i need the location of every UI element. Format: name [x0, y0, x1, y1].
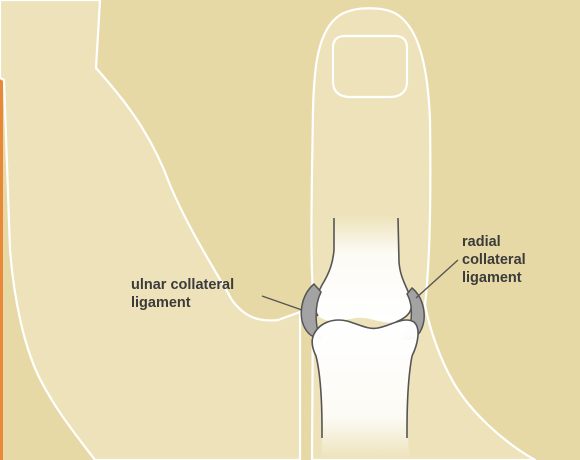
ulnar-label-line2: ligament	[131, 295, 191, 311]
metacarpal-bone	[312, 320, 418, 460]
radial-label-line2: collateral	[462, 252, 526, 268]
ulnar-label-line1: ulnar collateral	[131, 277, 234, 293]
radial-label-line1: radial	[462, 234, 501, 250]
radial-label-line3: ligament	[462, 270, 522, 286]
